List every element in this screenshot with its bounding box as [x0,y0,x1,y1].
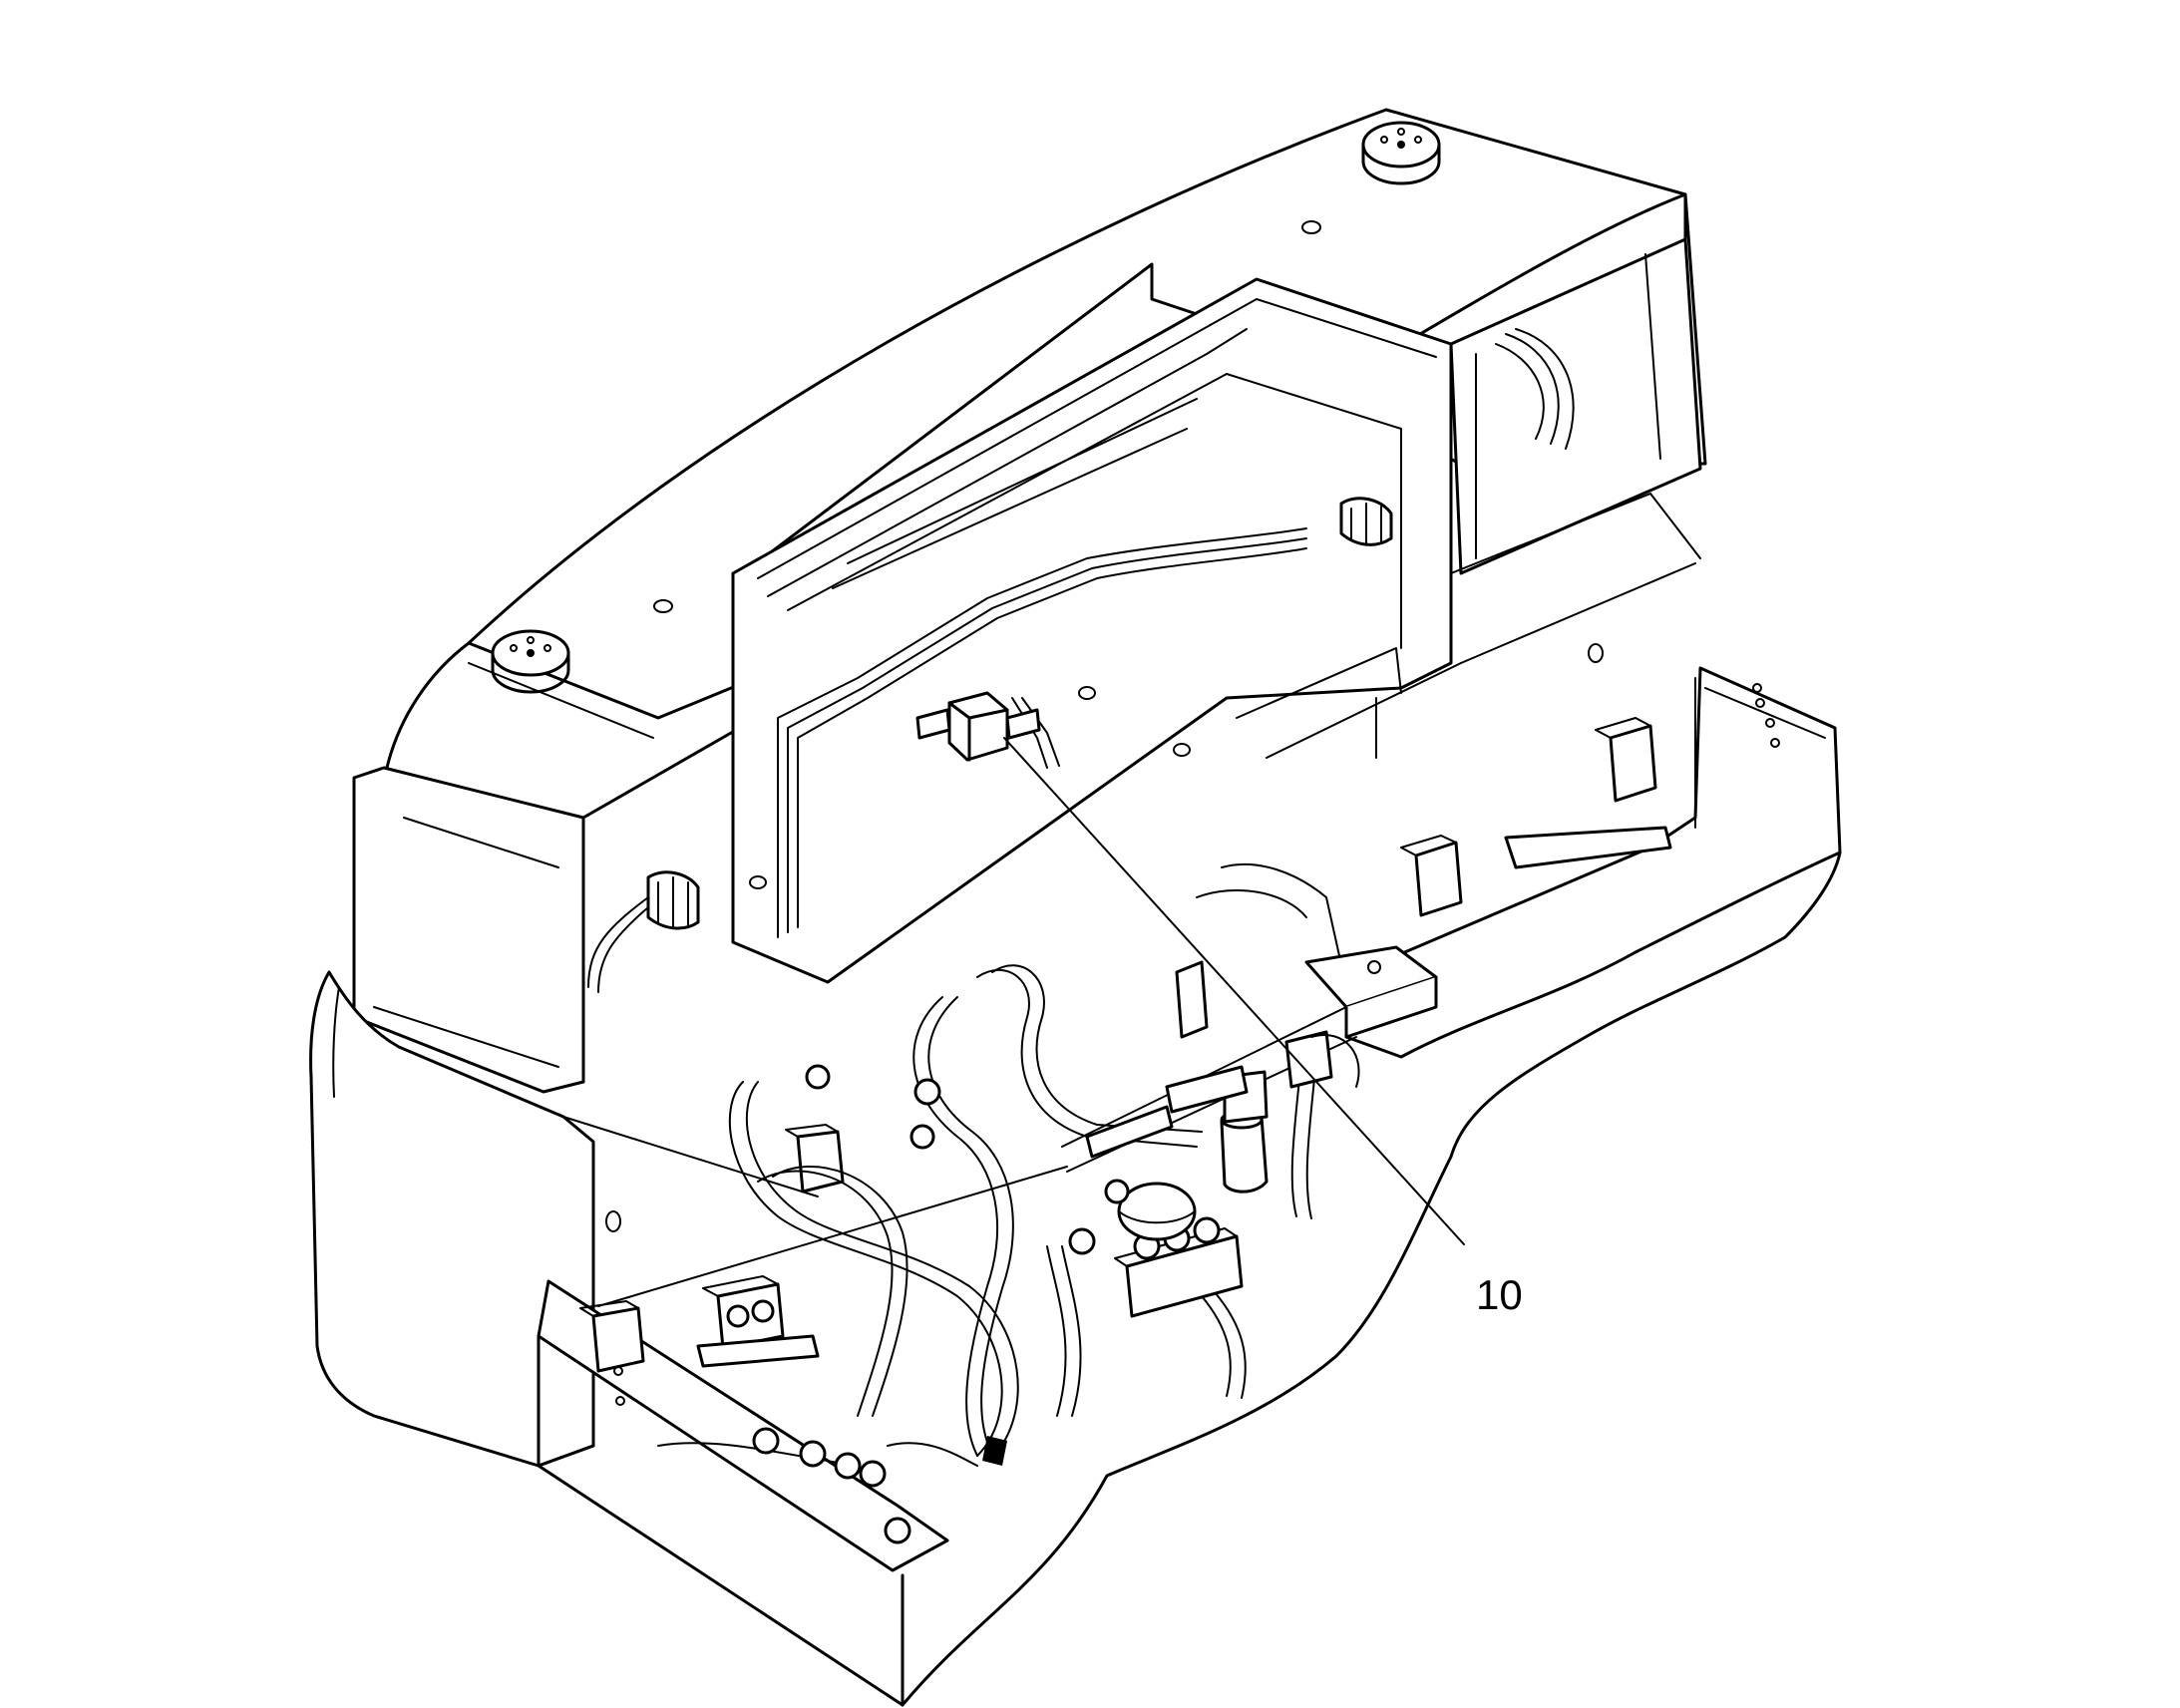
hydraulic-components [696,1030,1360,1544]
housing-holes [605,220,1604,1232]
top-flange-left [491,629,570,694]
callout-10: 10 [1003,737,1523,1318]
callout-10-leader [1003,737,1465,1245]
junction-block [915,691,1041,762]
lower-frame [309,493,1842,1707]
top-flange-right [1361,121,1441,185]
callout-10-label: 10 [1476,1271,1523,1318]
counterweight-housing [352,108,1707,1094]
hydraulic-hoses [657,964,1317,1467]
wiring-harness [587,328,1575,993]
